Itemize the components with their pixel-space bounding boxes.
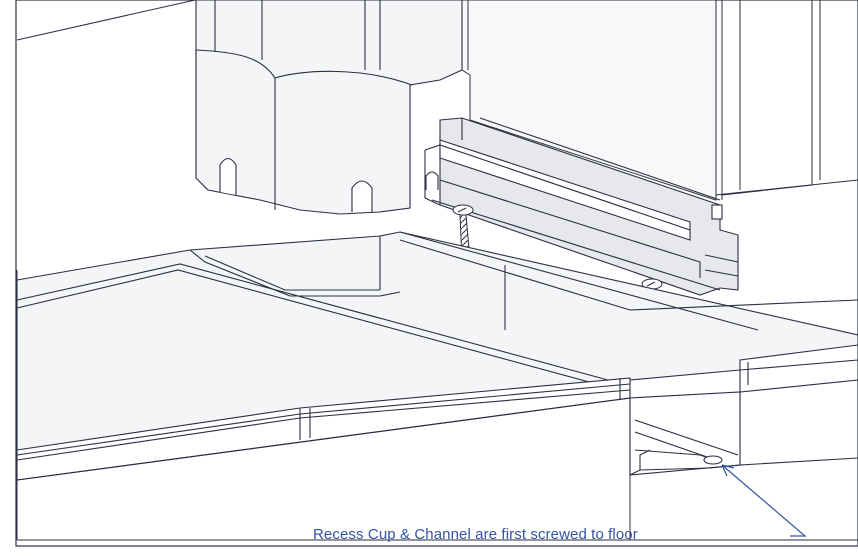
shower-tray-unit xyxy=(195,0,463,215)
tray-right-block xyxy=(739,344,858,466)
tray-front-edge xyxy=(16,377,631,481)
shower-tray xyxy=(16,231,858,471)
door-track-channel xyxy=(424,117,739,296)
annotation-label: Recess Cup & Channel are first screwed t… xyxy=(313,526,638,543)
recess-channel xyxy=(629,391,741,476)
annotation-leader xyxy=(721,464,807,537)
floor xyxy=(17,475,858,541)
